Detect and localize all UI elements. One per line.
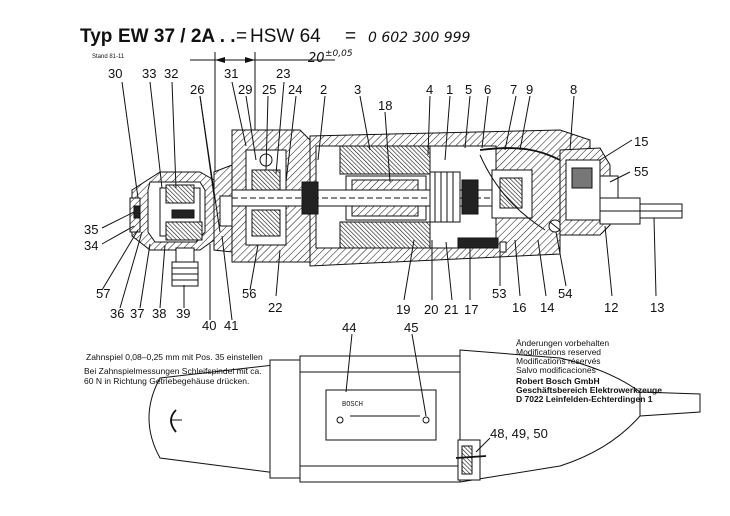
label-54: 54 bbox=[558, 286, 572, 301]
disclaimer-de: Änderungen vorbehalten bbox=[516, 338, 609, 348]
label-33: 33 bbox=[142, 66, 156, 81]
label-55: 55 bbox=[634, 164, 648, 179]
label-22: 22 bbox=[268, 300, 282, 315]
label-48-49-50: 48, 49, 50 bbox=[490, 426, 548, 441]
label-19: 19 bbox=[396, 302, 410, 317]
hsw-code: HSW 64 bbox=[250, 26, 321, 47]
company-address: D 7022 Leinfelden-Echterdingen 1 bbox=[516, 394, 653, 404]
equals-sign: = bbox=[236, 26, 247, 47]
label-8: 8 bbox=[570, 82, 577, 97]
label-57: 57 bbox=[96, 286, 110, 301]
dimension-value: 20 bbox=[308, 51, 325, 66]
stand-date: Stand 81-11 bbox=[92, 54, 125, 60]
model-code: EW 37 / 2A . . bbox=[118, 26, 236, 47]
outer-view: BOSCH bbox=[148, 333, 701, 483]
label-12: 12 bbox=[604, 300, 618, 315]
label-25: 25 bbox=[262, 82, 276, 97]
label-36: 36 bbox=[110, 306, 124, 321]
nameplate-brand: BOSCH bbox=[342, 401, 363, 409]
part-number: 0 602 300 999 bbox=[368, 30, 471, 46]
label-4: 4 bbox=[426, 82, 433, 97]
header: Typ EW 37 / 2A . . = HSW 64 = 0 602 300 … bbox=[80, 26, 471, 66]
label-26: 26 bbox=[190, 82, 204, 97]
company-name: Robert Bosch GmbH bbox=[516, 376, 600, 386]
disclaimer-es: Salvo modificaciones bbox=[516, 365, 596, 375]
disclaimer-fr: Modifications réservés bbox=[516, 356, 601, 366]
label-35: 35 bbox=[84, 222, 98, 237]
note-line-1: Zahnspiel 0,08–0,25 mm mit Pos. 35 einst… bbox=[86, 352, 263, 362]
note-line-3: 60 N in Richtung Getriebegehäuse drücken… bbox=[84, 376, 249, 386]
label-17: 17 bbox=[464, 302, 478, 317]
label-34: 34 bbox=[84, 238, 98, 253]
label-9: 9 bbox=[526, 82, 533, 97]
label-29: 29 bbox=[238, 82, 252, 97]
label-20: 20 bbox=[424, 302, 438, 317]
label-13: 13 bbox=[650, 300, 664, 315]
label-2: 2 bbox=[320, 82, 327, 97]
label-16: 16 bbox=[512, 300, 526, 315]
company-block: Änderungen vorbehalten Modifications res… bbox=[516, 338, 662, 404]
label-14: 14 bbox=[540, 300, 554, 315]
label-32: 32 bbox=[164, 66, 178, 81]
notes: Zahnspiel 0,08–0,25 mm mit Pos. 35 einst… bbox=[84, 352, 263, 386]
dimension-tolerance: ±0,05 bbox=[325, 49, 353, 59]
label-15: 15 bbox=[634, 134, 648, 149]
label-44: 44 bbox=[342, 320, 356, 335]
label-41: 41 bbox=[224, 318, 238, 333]
label-21: 21 bbox=[444, 302, 458, 317]
note-line-2: Bei Zahnspielmessungen Schleifspindel mi… bbox=[84, 366, 262, 376]
bottom-labels: 44 45 48, 49, 50 bbox=[342, 320, 548, 441]
equals-sign-2: = bbox=[345, 26, 356, 47]
label-56: 56 bbox=[242, 286, 256, 301]
leader-lines bbox=[101, 81, 657, 321]
label-6: 6 bbox=[484, 82, 491, 97]
label-18: 18 bbox=[378, 98, 392, 113]
label-53: 53 bbox=[492, 286, 506, 301]
company-division: Geschäftsbereich Elektrowerkzeuge bbox=[516, 385, 662, 395]
label-37: 37 bbox=[130, 306, 144, 321]
part-labels: 30 33 32 26 31 29 25 23 24 2 3 18 4 1 5 … bbox=[84, 66, 664, 333]
label-3: 3 bbox=[354, 82, 361, 97]
label-30: 30 bbox=[108, 66, 122, 81]
disclaimer-en: Modifications reserved bbox=[516, 347, 601, 357]
label-5: 5 bbox=[465, 82, 472, 97]
label-24: 24 bbox=[288, 82, 302, 97]
label-23: 23 bbox=[276, 66, 290, 81]
typ-label: Typ bbox=[80, 26, 112, 47]
label-1: 1 bbox=[446, 82, 453, 97]
label-45: 45 bbox=[404, 320, 418, 335]
label-38: 38 bbox=[152, 306, 166, 321]
label-7: 7 bbox=[510, 82, 517, 97]
label-31: 31 bbox=[224, 66, 238, 81]
section-view bbox=[129, 129, 683, 287]
label-39: 39 bbox=[176, 306, 190, 321]
label-40: 40 bbox=[202, 318, 216, 333]
